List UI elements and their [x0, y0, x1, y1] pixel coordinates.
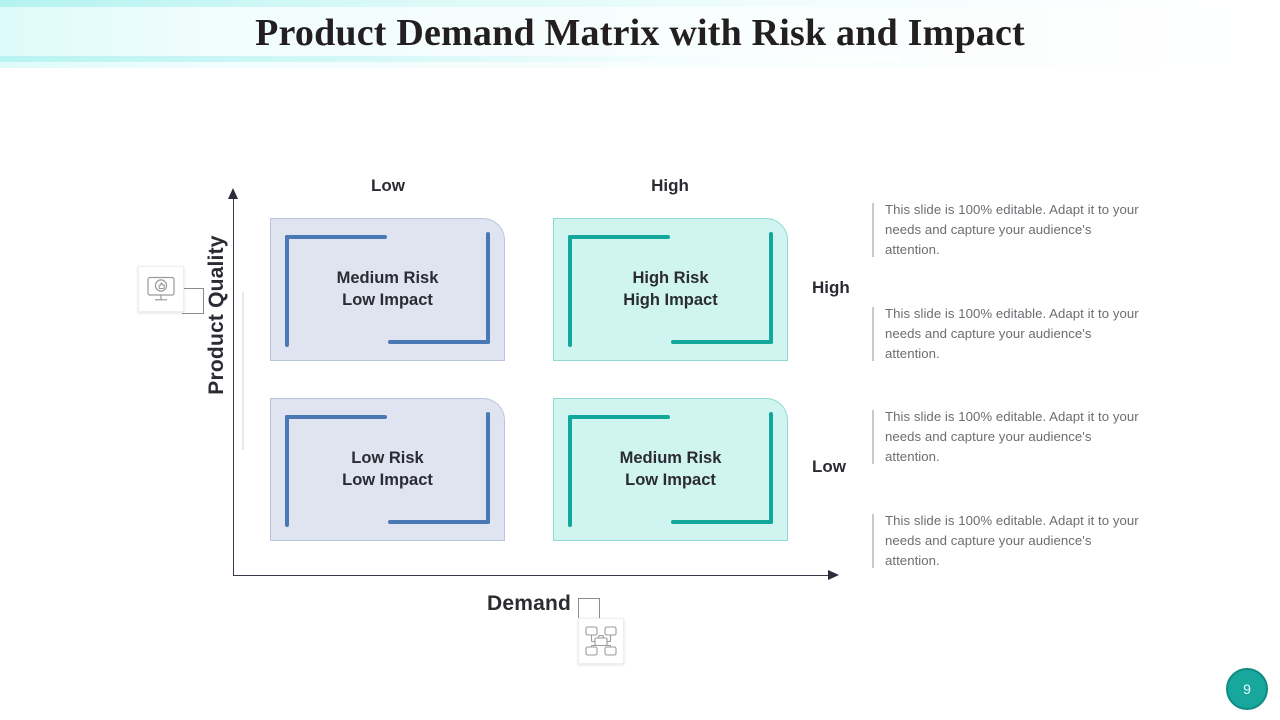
quadrant-label: Low Risk Low Impact [342, 448, 433, 490]
note-text: This slide is 100% editable. Adapt it to… [885, 202, 1139, 257]
note-accent-bar [872, 203, 874, 257]
note-block-3: This slide is 100% editable. Adapt it to… [872, 407, 1140, 467]
org-chart-briefcase-icon [578, 618, 624, 664]
page-number-text: 9 [1243, 681, 1251, 697]
y-axis-line [233, 196, 234, 576]
quadrant-label: Medium Risk Low Impact [336, 268, 439, 310]
connector-quality-2 [203, 288, 204, 314]
bracket-bottom-right-horizontal [671, 340, 773, 344]
bracket-bottom-right-vertical [486, 232, 490, 344]
bracket-top-left-horizontal [285, 235, 387, 239]
bracket-bottom-right-horizontal [388, 340, 490, 344]
bracket-bottom-right-vertical [769, 232, 773, 344]
bracket-top-left-vertical [568, 235, 572, 347]
column-header-high: High [651, 176, 689, 195]
header-band [0, 0, 1280, 68]
column-header-low: Low [371, 176, 405, 195]
note-block-4: This slide is 100% editable. Adapt it to… [872, 511, 1140, 571]
quadrant-label: Medium Risk Low Impact [619, 448, 722, 490]
bracket-bottom-right-vertical [769, 412, 773, 524]
x-axis-line [233, 575, 831, 576]
quadrant-label: High Risk High Impact [623, 268, 718, 310]
quadrant-card-top-left[interactable]: Medium Risk Low Impact [270, 218, 505, 361]
note-text: This slide is 100% editable. Adapt it to… [885, 306, 1139, 361]
note-text: This slide is 100% editable. Adapt it to… [885, 513, 1139, 568]
bracket-bottom-right-horizontal [671, 520, 773, 524]
monitor-thumbs-up-icon [138, 266, 184, 312]
x-axis-title: Demand [486, 592, 572, 615]
row-header-high: High [812, 278, 850, 297]
note-block-1: This slide is 100% editable. Adapt it to… [872, 200, 1140, 260]
x-axis-arrow-icon [828, 570, 839, 580]
bracket-top-left-vertical [285, 415, 289, 527]
monitor-thumbs-up-icon-svg [147, 276, 175, 301]
bracket-top-left-vertical [568, 415, 572, 527]
connector-demand-1 [578, 598, 579, 619]
bracket-top-left-horizontal [568, 235, 670, 239]
page-title: Product Demand Matrix with Risk and Impa… [255, 12, 1025, 54]
note-accent-bar [872, 307, 874, 361]
quadrant-card-top-right[interactable]: High Risk High Impact [553, 218, 788, 361]
page-number-badge: 9 [1226, 668, 1268, 710]
note-text: This slide is 100% editable. Adapt it to… [885, 409, 1139, 464]
connector-quality-1 [182, 288, 204, 289]
quadrant-card-bottom-right[interactable]: Medium Risk Low Impact [553, 398, 788, 541]
org-chart-briefcase-icon-svg [585, 626, 617, 656]
note-accent-bar [872, 514, 874, 568]
bracket-top-left-vertical [285, 235, 289, 347]
bracket-bottom-right-vertical [486, 412, 490, 524]
y-axis-title: Product Quality [205, 235, 228, 395]
bracket-top-left-horizontal [285, 415, 387, 419]
note-block-2: This slide is 100% editable. Adapt it to… [872, 304, 1140, 364]
y-axis-arrow-icon [228, 188, 238, 199]
connector-demand-2 [578, 598, 600, 599]
bracket-bottom-right-horizontal [388, 520, 490, 524]
row-header-low: Low [812, 457, 846, 476]
note-accent-bar [872, 410, 874, 464]
bracket-top-left-horizontal [568, 415, 670, 419]
quadrant-card-bottom-left[interactable]: Low Risk Low Impact [270, 398, 505, 541]
axis-guide-line [242, 292, 244, 450]
connector-demand-3 [599, 598, 600, 619]
connector-quality-3 [182, 313, 204, 314]
